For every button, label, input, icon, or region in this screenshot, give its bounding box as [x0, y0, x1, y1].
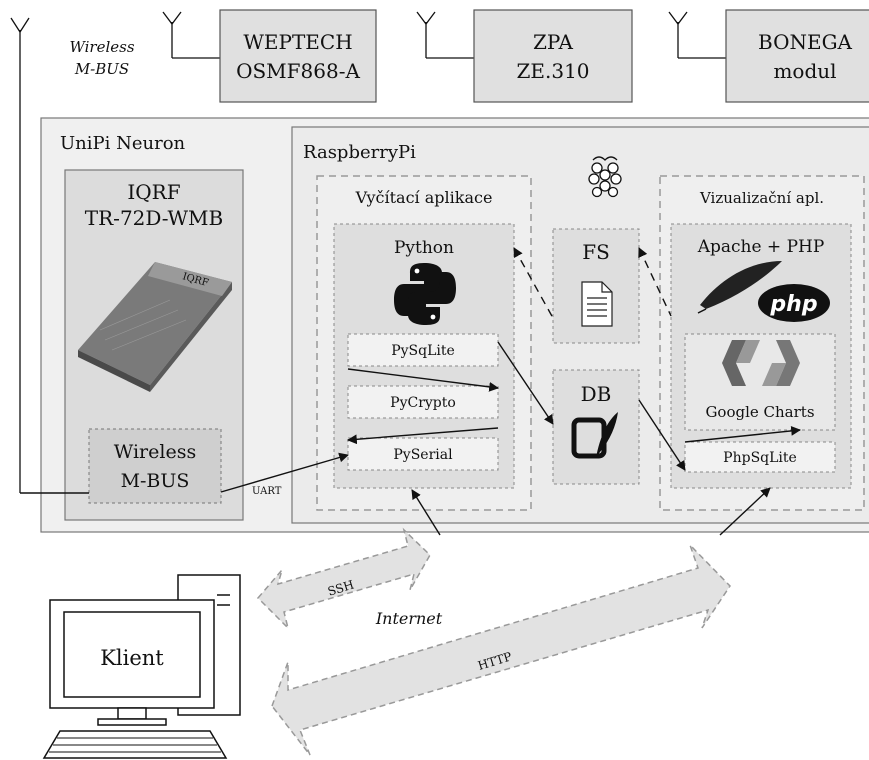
svg-text:Python: Python — [394, 238, 454, 258]
lib-pysqlite: PySqLite — [347, 333, 499, 367]
antenna-icon — [416, 11, 474, 59]
device-bonega: BONEGA modul — [668, 9, 869, 103]
device-weptech: WEPTECH OSMF868-A — [162, 9, 377, 103]
raspberry-pi-icon — [588, 156, 622, 198]
svg-text:modul: modul — [773, 59, 836, 83]
svg-text:DB: DB — [581, 382, 612, 406]
php-logo-icon: php — [758, 284, 830, 322]
wireless-mbus-module — [88, 428, 222, 504]
svg-text:WEPTECH: WEPTECH — [243, 30, 352, 54]
google-charts-icon — [722, 340, 800, 386]
svg-text:Vizualizační apl.: Vizualizační apl. — [699, 189, 824, 207]
client-label: Klient — [100, 646, 164, 670]
apache-feather-icon — [697, 261, 782, 314]
svg-text:php: php — [769, 292, 817, 317]
svg-text:FS: FS — [582, 240, 610, 264]
client-computer — [42, 574, 241, 759]
antenna-icon — [162, 11, 220, 59]
db-box: DB — [552, 369, 640, 485]
wireless-antenna-main — [10, 17, 30, 493]
svg-text:Wireless: Wireless — [69, 38, 134, 56]
svg-text:M-BUS: M-BUS — [121, 470, 190, 492]
svg-text:Wireless: Wireless — [114, 441, 196, 463]
python-logo-icon — [394, 263, 456, 325]
fs-box: FS — [552, 228, 640, 344]
svg-text:M-BUS: M-BUS — [74, 60, 129, 78]
svg-text:PyCrypto: PyCrypto — [390, 395, 456, 411]
svg-text:PySqLite: PySqLite — [391, 343, 455, 359]
lib-pycrypto: PyCrypto — [347, 385, 499, 419]
iqrf-chip-image: IQRF — [78, 262, 232, 392]
svg-text:OSMF868-A: OSMF868-A — [236, 59, 360, 83]
svg-text:ZPA: ZPA — [533, 30, 574, 54]
uart-label: UART — [252, 486, 282, 497]
svg-text:Apache + PHP: Apache + PHP — [697, 237, 825, 257]
reading-app: Vyčítací aplikace Python PySqLite PyCryp… — [316, 175, 532, 511]
lib-pyserial: PySerial — [347, 437, 499, 471]
svg-text:IQRF: IQRF — [127, 180, 180, 204]
connections — [20, 247, 801, 536]
svg-text:RaspberryPi: RaspberryPi — [303, 142, 416, 163]
svg-text:BONEGA: BONEGA — [758, 30, 853, 54]
internet-label: Internet — [375, 609, 443, 628]
sqlite-icon — [571, 412, 618, 459]
antenna-icon — [668, 11, 726, 59]
lib-phpsqlite: PhpSqLite — [684, 441, 836, 473]
wireless-mbus-label: Wireless M-BUS — [69, 38, 134, 78]
iqrf-module: IQRF TR-72D-WMB IQRF Wireless M-BUS — [64, 169, 244, 521]
svg-text:UniPi Neuron: UniPi Neuron — [60, 133, 186, 154]
viz-app: Vizualizační apl. Apache + PHP php Googl… — [659, 175, 865, 511]
device-zpa: ZPA ZE.310 — [416, 9, 633, 103]
svg-text:ZE.310: ZE.310 — [516, 59, 589, 83]
svg-text:PhpSqLite: PhpSqLite — [723, 450, 797, 466]
svg-text:Vyčítací aplikace: Vyčítací aplikace — [355, 188, 493, 207]
svg-text:Google Charts: Google Charts — [705, 403, 814, 421]
http-arrow: HTTP — [271, 544, 731, 756]
document-icon — [581, 281, 613, 327]
svg-text:TR-72D-WMB: TR-72D-WMB — [85, 206, 223, 230]
svg-text:PySerial: PySerial — [393, 447, 453, 463]
ssh-arrow: SSH — [256, 527, 431, 631]
